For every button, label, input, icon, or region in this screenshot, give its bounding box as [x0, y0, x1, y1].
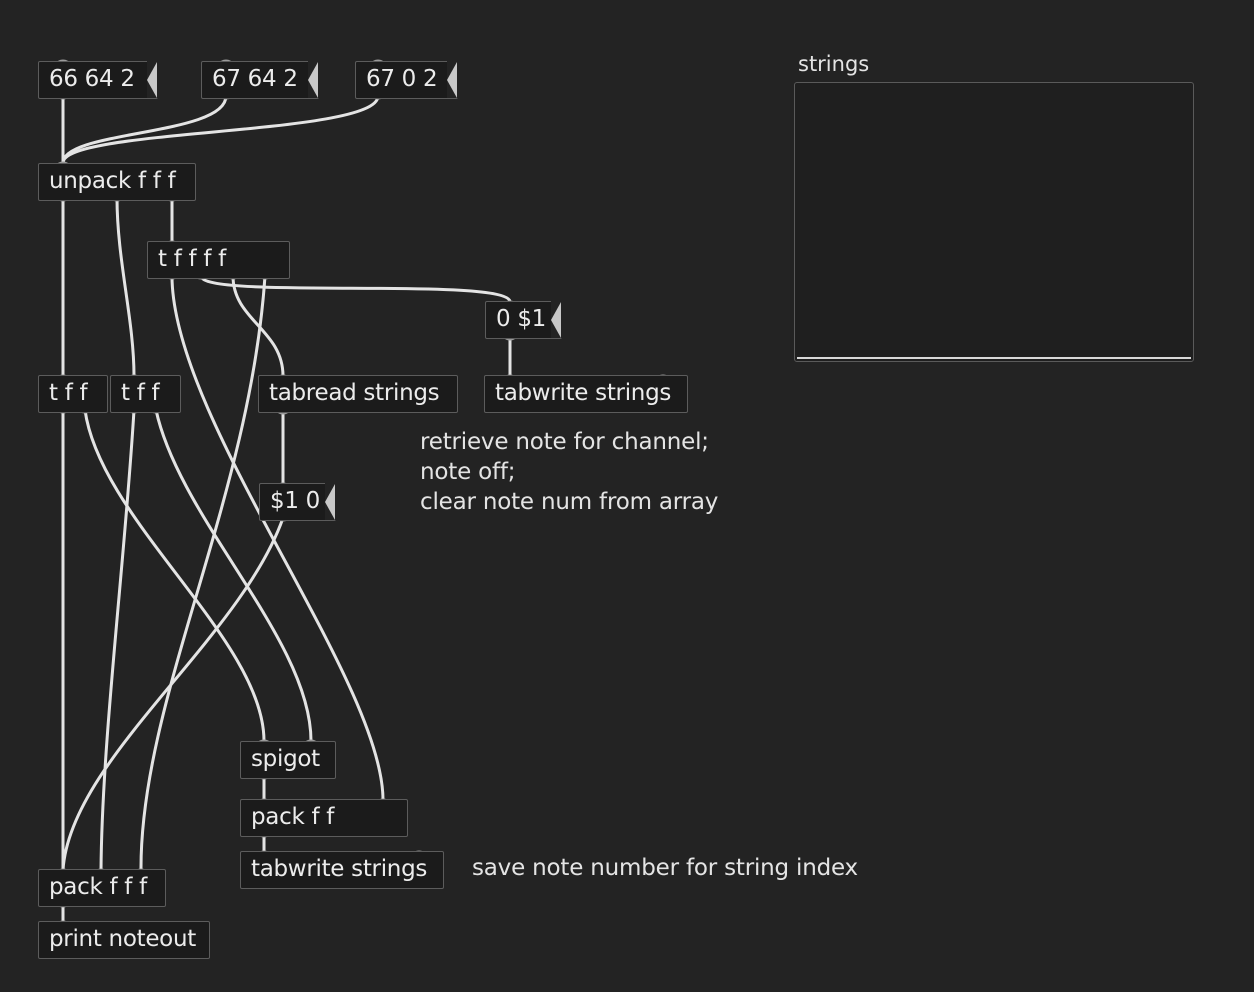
object-tabwrite-strings-top[interactable]: tabwrite strings	[484, 375, 688, 413]
object-label: print noteout	[49, 926, 196, 952]
object-spigot[interactable]: spigot	[240, 741, 336, 779]
message-dollar1-zero[interactable]: $1 0	[259, 482, 337, 521]
object-pack-3[interactable]: pack f f f	[38, 869, 166, 907]
comment-retrieve-note: retrieve note for channel; note off; cle…	[420, 427, 718, 517]
object-label: t f f	[49, 380, 88, 406]
array-values-line	[797, 357, 1191, 359]
message-label: 67 64 2	[212, 66, 298, 92]
array-graph-strings[interactable]	[794, 82, 1194, 362]
object-unpack[interactable]: unpack f f f	[38, 163, 196, 201]
object-print-noteout[interactable]: print noteout	[38, 921, 210, 959]
comment-line: clear note num from array	[420, 489, 719, 515]
comment-line: retrieve note for channel;	[420, 429, 709, 455]
cord-t5-tabread	[231, 275, 285, 377]
message-67-0-2[interactable]: 67 0 2	[355, 60, 459, 99]
comment-line: note off;	[420, 459, 516, 485]
message-label: 66 64 2	[49, 66, 135, 92]
object-label: unpack f f f	[49, 168, 176, 194]
object-label: tabread strings	[269, 380, 440, 406]
cord-t5-pack3	[139, 275, 267, 871]
cord-tffa-spigot	[83, 409, 266, 742]
cord-tffb-pack3	[99, 409, 136, 871]
message-67-64-2[interactable]: 67 64 2	[201, 60, 320, 99]
message-66-64-2[interactable]: 66 64 2	[38, 60, 159, 99]
object-label: t f f f f	[158, 246, 226, 272]
object-pack-2[interactable]: pack f f	[240, 799, 408, 837]
object-label: pack f f	[251, 804, 335, 830]
message-label: 0 $1	[496, 306, 547, 332]
object-label: pack f f f	[49, 874, 147, 900]
cord-tffb-spigot	[154, 409, 313, 742]
message-zero-dollar1[interactable]: 0 $1	[485, 300, 563, 339]
object-trigger-5[interactable]: t f f f f	[147, 241, 290, 279]
array-label: strings	[798, 52, 870, 76]
comment-save-note: save note number for string index	[472, 855, 858, 881]
cord-msg3-unpack	[61, 95, 380, 164]
object-label: tabwrite strings	[495, 380, 672, 406]
cord-t5-pack2	[170, 275, 385, 801]
object-trigger-a[interactable]: t f f	[38, 375, 108, 413]
object-tabread-strings[interactable]: tabread strings	[258, 375, 458, 413]
cord-unpack-tff-b	[115, 197, 136, 377]
object-label: spigot	[251, 746, 320, 772]
object-label: t f f	[121, 380, 160, 406]
object-trigger-b[interactable]: t f f	[110, 375, 181, 413]
message-label: 67 0 2	[366, 66, 438, 92]
cord-msg2-unpack	[61, 95, 228, 164]
cord-dollarzero-pack3	[61, 517, 285, 871]
object-tabwrite-strings-bottom[interactable]: tabwrite strings	[240, 851, 444, 889]
message-label: $1 0	[270, 488, 321, 514]
cord-t5-zerodollar	[199, 275, 512, 303]
object-label: tabwrite strings	[251, 856, 428, 882]
